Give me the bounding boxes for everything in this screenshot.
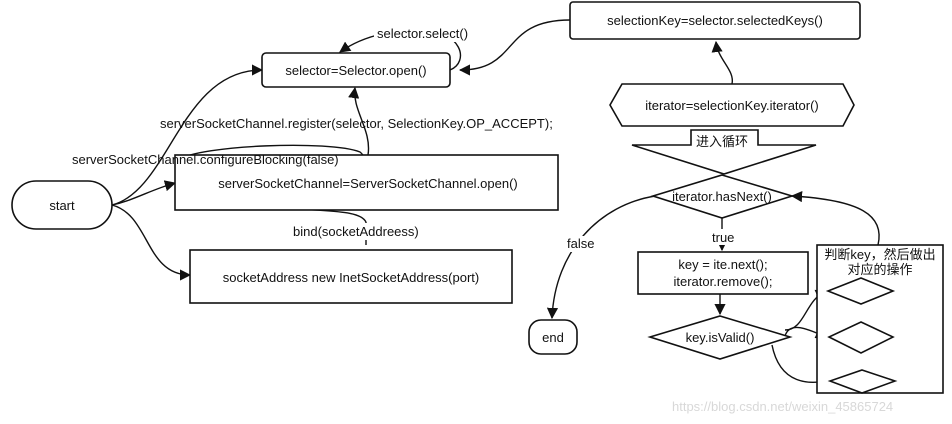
- node-socket-address-label: socketAddress new InetSocketAddress(port…: [223, 270, 480, 285]
- operation-diamond-1[interactable]: [825, 277, 896, 305]
- node-selector-open[interactable]: selector=Selector.open(): [261, 52, 451, 88]
- node-selector-open-label: selector=Selector.open(): [285, 63, 426, 78]
- node-end-label: end: [542, 330, 564, 345]
- node-end[interactable]: end: [528, 319, 578, 355]
- edge-start-to-selector: [111, 64, 264, 206]
- node-judge-line1: 判断key，然后做出: [824, 247, 935, 262]
- edge-start-to-channel: [111, 180, 177, 206]
- edge-labels: selector.select() serverSocketChannel.re…: [72, 25, 738, 252]
- node-channel-open[interactable]: serverSocketChannel=ServerSocketChannel.…: [174, 154, 559, 211]
- node-enter-loop-label: 进入循环: [696, 134, 748, 149]
- node-start-label: start: [49, 198, 75, 213]
- node-judge-line2: 对应的操作: [847, 262, 912, 277]
- operation-diamond-3[interactable]: [827, 369, 898, 394]
- label-false: false: [567, 236, 594, 251]
- node-iterator-label: iterator=selectionKey.iterator(): [645, 98, 819, 113]
- label-bind: bind(socketAddreess): [293, 224, 419, 239]
- node-has-next[interactable]: iterator.hasNext(): [650, 174, 795, 219]
- edge-hasnext-false: [546, 195, 656, 320]
- label-select: selector.select(): [377, 26, 468, 41]
- label-true: true: [712, 230, 734, 245]
- node-judge-box[interactable]: 判断key，然后做出 对应的操作: [816, 244, 944, 394]
- operation-diamond-2[interactable]: [827, 321, 895, 354]
- watermark: https://blog.csdn.net/weixin_45865724: [672, 399, 893, 414]
- edge-selectedkeys-to-selector: [458, 19, 571, 76]
- label-configure: serverSocketChannel.configureBlocking(fa…: [72, 152, 339, 167]
- node-is-valid[interactable]: key.isValid(): [647, 315, 793, 360]
- node-next-remove[interactable]: key = ite.next(); iterator.remove();: [637, 251, 809, 295]
- edge-start-to-socket: [111, 204, 192, 281]
- node-is-valid-label: key.isValid(): [686, 330, 755, 345]
- edge-iterator-to-selectedkeys: [711, 40, 733, 85]
- node-next-remove-line1: key = ite.next();: [678, 257, 767, 272]
- node-next-remove-line2: iterator.remove();: [674, 274, 773, 289]
- node-socket-address[interactable]: socketAddress new InetSocketAddress(port…: [189, 249, 513, 304]
- node-iterator[interactable]: iterator=selectionKey.iterator(): [609, 83, 855, 127]
- edge-register: [348, 86, 370, 156]
- node-selected-keys[interactable]: selectionKey=selector.selectedKeys(): [569, 1, 861, 40]
- node-enter-loop[interactable]: 进入循环: [631, 129, 817, 175]
- node-selected-keys-label: selectionKey=selector.selectedKeys(): [607, 13, 823, 28]
- label-register: serverSocketChannel.register(selector, S…: [160, 116, 553, 131]
- node-channel-open-label: serverSocketChannel=ServerSocketChannel.…: [218, 176, 518, 191]
- edge-judge-to-hasnext: [790, 191, 880, 246]
- node-has-next-label: iterator.hasNext(): [672, 189, 772, 204]
- node-start[interactable]: start: [11, 180, 113, 230]
